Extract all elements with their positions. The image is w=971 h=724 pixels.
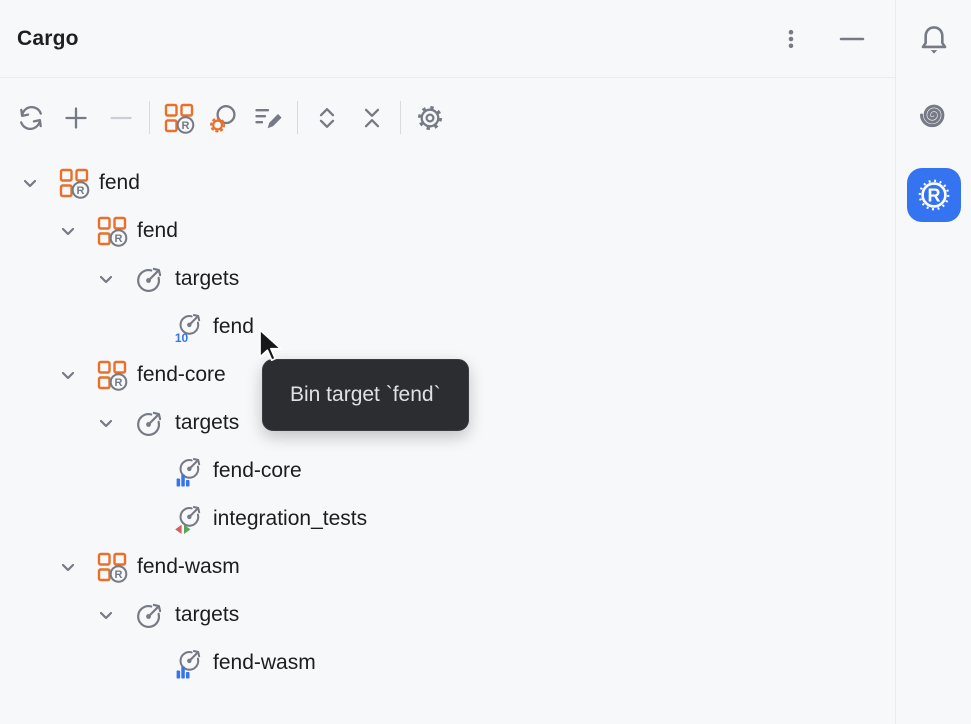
edit-pencil-icon[interactable] <box>246 95 291 140</box>
search-features-icon[interactable] <box>201 95 246 140</box>
cargo-toolbar: R <box>0 78 895 157</box>
tree-row-lib-target-fend-wasm[interactable]: fend-wasm <box>0 639 895 687</box>
chevron-down-icon[interactable] <box>94 603 134 627</box>
tree-row-targets[interactable]: targets <box>0 399 895 447</box>
toolbar-separator <box>297 101 298 134</box>
tree-row-label: targets <box>175 267 240 290</box>
chevron-down-icon[interactable] <box>18 171 58 195</box>
svg-text:R: R <box>115 233 123 245</box>
lib-target-icon <box>172 647 204 679</box>
chevron-down-icon[interactable] <box>56 363 96 387</box>
tool-window-header: Cargo <box>0 0 895 78</box>
svg-text:10: 10 <box>175 331 189 343</box>
tree-row-targets[interactable]: targets <box>0 591 895 639</box>
tree-row-targets[interactable]: targets <box>0 255 895 303</box>
page-title: Cargo <box>17 26 79 50</box>
collapse-all-icon[interactable] <box>349 95 394 140</box>
notifications-bell-icon[interactable] <box>907 13 961 67</box>
tree-row-label: fend-core <box>137 363 226 386</box>
toolbar-separator <box>149 101 150 134</box>
settings-gear-icon[interactable] <box>407 95 452 140</box>
svg-text:R: R <box>77 185 85 197</box>
chevron-down-icon[interactable] <box>56 219 96 243</box>
tree-row-test-target-integration-tests[interactable]: integration_tests <box>0 495 895 543</box>
tree-row-fend-root[interactable]: R fend <box>0 159 895 207</box>
lib-target-icon <box>172 455 204 487</box>
ai-assistant-spiral-icon[interactable] <box>907 88 961 142</box>
toolbar-separator <box>400 101 401 134</box>
cargo-package-icon: R <box>96 551 128 583</box>
tree-row-lib-target-fend-core[interactable]: fend-core <box>0 447 895 495</box>
minimize-icon[interactable] <box>833 20 871 58</box>
tree-row-label: fend-wasm <box>137 555 240 578</box>
expand-all-icon[interactable] <box>304 95 349 140</box>
svg-text:R: R <box>115 377 123 389</box>
target-icon <box>134 263 166 295</box>
svg-text:R: R <box>115 569 123 581</box>
svg-text:R: R <box>181 120 189 132</box>
attach-project-plus-icon[interactable] <box>53 95 98 140</box>
tree-row-label: targets <box>175 411 240 434</box>
tool-window-stripe: R <box>896 0 971 724</box>
tree-row-label: fend <box>137 219 178 242</box>
tree-row-fend-core-package[interactable]: R fend-core <box>0 351 895 399</box>
chevron-down-icon[interactable] <box>94 267 134 291</box>
chevron-down-icon[interactable] <box>56 555 96 579</box>
cargo-project-tree: R fend R fend targets <box>0 157 895 687</box>
test-target-icon <box>172 503 204 535</box>
tree-row-label: fend-core <box>213 459 302 482</box>
tooltip: Bin target `fend` <box>262 359 469 431</box>
target-icon <box>134 599 166 631</box>
tooltip-text: Bin target `fend` <box>290 383 441 406</box>
mouse-cursor <box>258 329 286 370</box>
tree-row-bin-target-fend[interactable]: 10 fend <box>0 303 895 351</box>
chevron-down-icon[interactable] <box>94 411 134 435</box>
tree-row-label: fend <box>213 315 254 338</box>
target-icon <box>134 407 166 439</box>
cargo-package-icon: R <box>96 215 128 247</box>
bin-target-icon: 10 <box>172 311 204 343</box>
cargo-project-icon[interactable]: R <box>156 95 201 140</box>
refresh-icon[interactable] <box>8 95 53 140</box>
tree-row-label: fend <box>99 171 140 194</box>
svg-text:R: R <box>927 186 940 206</box>
kebab-menu-icon[interactable] <box>772 20 810 58</box>
tree-row-label: targets <box>175 603 240 626</box>
cargo-package-icon: R <box>96 359 128 391</box>
tree-row-label: fend-wasm <box>213 651 316 674</box>
detach-project-minus-icon <box>98 95 143 140</box>
tree-row-fend-package[interactable]: R fend <box>0 207 895 255</box>
cargo-tool-window-button[interactable]: R <box>906 168 961 222</box>
tree-row-label: integration_tests <box>213 507 368 530</box>
tree-row-fend-wasm-package[interactable]: R fend-wasm <box>0 543 895 591</box>
cargo-package-icon: R <box>58 167 90 199</box>
